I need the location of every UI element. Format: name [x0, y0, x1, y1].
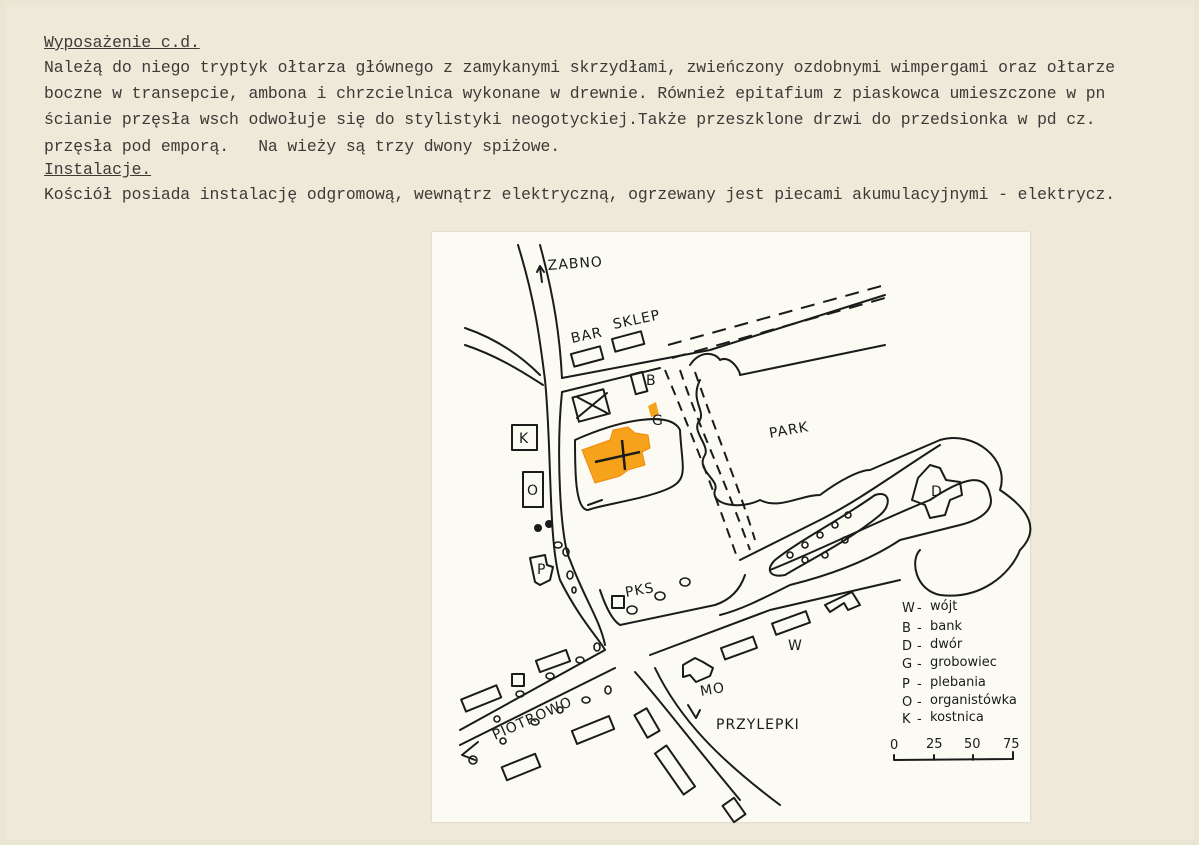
park-border — [689, 344, 941, 507]
label-pks: PKS — [624, 580, 656, 601]
map-legend: W-wójt B-bank D-dwór G-grobowiec P-pleba… — [902, 599, 1017, 727]
svg-text:0: 0 — [890, 738, 898, 753]
legend-key: W — [902, 601, 915, 616]
road-line — [599, 444, 941, 626]
grave-icons — [534, 520, 553, 532]
building — [771, 610, 811, 636]
scale-bar: 0 25 50 75 — [890, 737, 1020, 761]
road-line — [634, 671, 741, 801]
legend-key: O — [902, 695, 912, 710]
road-line — [464, 327, 544, 386]
legend-desc: wójt — [930, 599, 957, 614]
label-k: K — [519, 431, 529, 447]
road-line — [561, 294, 886, 379]
road-line — [649, 579, 901, 806]
legend-desc: grobowiec — [930, 655, 997, 670]
svg-text:-: - — [917, 712, 922, 727]
legend-key: B — [902, 621, 911, 636]
building-bank — [629, 370, 649, 396]
svg-text:-: - — [917, 601, 922, 616]
arrow — [687, 704, 701, 719]
building — [500, 752, 542, 782]
svg-text:-: - — [917, 695, 922, 710]
installations-text: Kościół posiada instalację odgromową, we… — [44, 185, 1115, 204]
svg-text:-: - — [917, 639, 922, 654]
building-plebania — [529, 554, 554, 586]
heading-installations: Instalacje. — [44, 160, 152, 179]
building-crossed — [576, 392, 608, 419]
label-g: G — [652, 413, 664, 429]
legend-key: G — [902, 657, 912, 672]
building — [719, 635, 759, 661]
svg-text:25: 25 — [926, 737, 943, 752]
trees — [468, 511, 852, 765]
building-pks — [611, 595, 625, 609]
building — [511, 673, 525, 687]
church-enclosure — [574, 418, 684, 511]
label-park: PARK — [768, 419, 810, 442]
building-organistowka — [522, 471, 544, 508]
arrow — [536, 265, 545, 283]
arrow — [461, 741, 479, 761]
building-bar — [569, 345, 605, 368]
svg-text:75: 75 — [1003, 737, 1020, 752]
label-zabno: ZABNO — [547, 254, 603, 274]
heading-equipment: Wyposażenie c.d. — [44, 33, 200, 52]
building-crossed — [571, 388, 611, 423]
building-kostnica — [511, 424, 538, 451]
building — [653, 744, 697, 796]
legend-desc: plebania — [930, 675, 986, 690]
road-line — [517, 244, 606, 651]
label-bar: BAR — [570, 325, 605, 347]
label-p: P — [537, 562, 546, 578]
svg-text:-: - — [917, 677, 922, 692]
building — [633, 707, 661, 739]
dashed-path — [667, 284, 886, 359]
label-sklep: SKLEP — [612, 307, 662, 333]
building — [824, 591, 861, 613]
legend-desc: bank — [930, 619, 962, 634]
legend-key: K — [902, 712, 911, 727]
text-line: ścianie przęsła wsch odwołuje się do sty… — [44, 110, 1096, 129]
label-w: W — [788, 638, 803, 654]
road-line — [561, 367, 661, 393]
church-building — [581, 426, 651, 484]
svg-text:50: 50 — [964, 737, 981, 752]
building — [682, 657, 714, 683]
alley — [664, 369, 756, 561]
park-border — [914, 437, 1032, 597]
label-b: B — [646, 373, 657, 389]
text-line: Należą do niego tryptyk ołtarza głównego… — [44, 58, 1115, 77]
building — [460, 684, 503, 713]
building — [570, 715, 616, 745]
road-line — [539, 244, 563, 379]
road-line — [719, 479, 992, 616]
text-line: przęsła pod emporą. Na wieży są trzy dwo… — [44, 137, 561, 156]
label-mo: MO — [699, 680, 727, 700]
text-line: boczne w transepcie, ambona i chrzcielni… — [44, 84, 1106, 103]
building-manor — [911, 464, 963, 519]
legend-desc: organistówka — [930, 693, 1017, 708]
church-cross — [594, 439, 641, 471]
legend-key: P — [902, 677, 910, 692]
tomb — [648, 402, 659, 417]
building-sklep — [610, 330, 646, 353]
label-przylepki: PRZYLEPKI — [716, 717, 800, 733]
legend-desc: dwór — [930, 637, 963, 652]
label-o: O — [527, 483, 539, 499]
building — [534, 648, 572, 674]
legend-desc: kostnica — [930, 710, 984, 725]
label-d: D — [931, 484, 943, 500]
svg-text:-: - — [917, 657, 922, 672]
svg-text:-: - — [917, 621, 922, 636]
road-line — [587, 499, 603, 506]
label-piotrowo: PIOTROWO — [490, 694, 575, 744]
building — [721, 796, 747, 824]
legend-key: D — [902, 639, 912, 654]
